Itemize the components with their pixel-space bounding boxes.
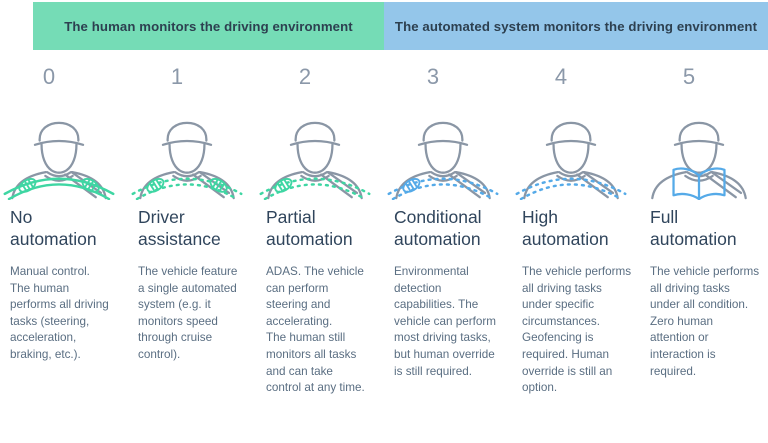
- driver-both-hands-dashed-wheel-icon: [128, 100, 256, 200]
- automated-system-monitors-header: The automated system monitors the drivin…: [384, 2, 768, 50]
- level-title: Full automation: [650, 207, 737, 249]
- level-3-column: 3 Conditional automation Environmental d…: [384, 50, 512, 397]
- level-description: ADAS. The vehicle can perform steering a…: [266, 265, 365, 395]
- level-number: 2: [298, 64, 312, 89]
- level-title: Partial automation: [266, 207, 353, 249]
- level-number: 5: [682, 64, 696, 89]
- level-0-column: 0 No automation Manual control. The huma…: [0, 50, 128, 397]
- level-number: 0: [42, 64, 56, 89]
- levels-grid: 0 No automation Manual control. The huma…: [0, 50, 768, 397]
- level-5-column: 5 Full automation The vehicle performs a…: [640, 50, 768, 397]
- level-title: Driver assistance: [138, 207, 221, 249]
- level-description: Manual control. The human performs all d…: [10, 265, 109, 362]
- level-title: High automation: [522, 207, 609, 249]
- header-row: The human monitors the driving environme…: [0, 2, 768, 50]
- human-monitors-header: The human monitors the driving environme…: [33, 2, 384, 50]
- driver-both-hands-solid-wheel-icon: [0, 100, 128, 200]
- driver-one-hand-dashed-wheel-icon: [384, 100, 512, 200]
- driver-one-hand-dashed-wheel-icon: [256, 100, 384, 200]
- level-description: The vehicle performs all driving tasks u…: [650, 265, 760, 378]
- level-number: 4: [554, 64, 568, 89]
- level-1-column: 1 Driver assistance The vehicle feature …: [128, 50, 256, 397]
- level-description: The vehicle feature a single automated s…: [138, 265, 238, 362]
- level-description: Environmental detection capabilities. Th…: [394, 265, 496, 378]
- driver-reading-book-icon: [640, 100, 768, 200]
- level-number: 1: [170, 64, 184, 89]
- level-title: No automation: [10, 207, 97, 249]
- level-2-column: 2 Partial automation ADAS. The vehicle c…: [256, 50, 384, 397]
- level-description: The vehicle performs all driving tasks u…: [522, 265, 632, 395]
- level-title: Conditional automation: [394, 207, 482, 249]
- level-number: 3: [426, 64, 440, 89]
- driver-hands-free-dashed-wheel-icon: [512, 100, 640, 200]
- level-4-column: 4 High automation The vehicle performs a…: [512, 50, 640, 397]
